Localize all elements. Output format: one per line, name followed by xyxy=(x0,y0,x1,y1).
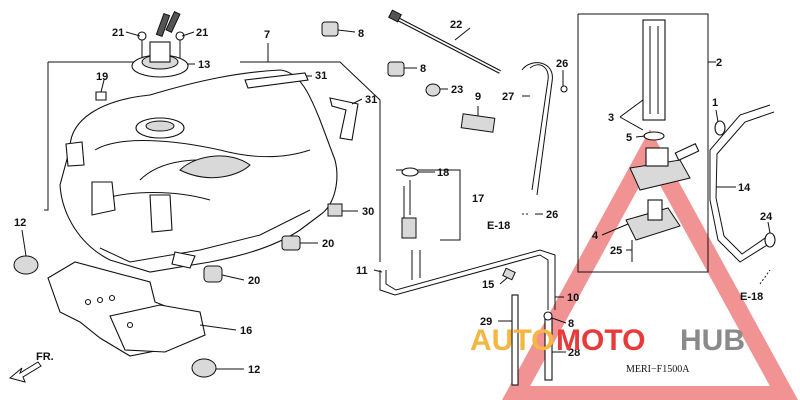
part-labels: 21 21 13 19 7 8 8 22 23 9 31 31 30 20 20… xyxy=(14,19,773,376)
ref-e18-right: E-18 xyxy=(740,291,763,303)
reference-tags: E-18 E-18 xyxy=(487,213,771,303)
label-26a: 26 xyxy=(556,58,568,70)
heat-shield xyxy=(47,261,206,357)
leader-lines xyxy=(21,27,771,370)
label-17: 17 xyxy=(472,193,484,205)
long-bolt xyxy=(388,9,501,74)
label-24: 24 xyxy=(760,211,773,223)
label-2: 2 xyxy=(716,57,722,69)
label-20a: 20 xyxy=(322,238,334,250)
filler-cap xyxy=(131,11,189,78)
label-23: 23 xyxy=(451,84,463,96)
label-20b: 20 xyxy=(248,275,260,287)
watermark-moto: MOTO xyxy=(556,324,645,357)
label-4: 4 xyxy=(592,230,599,242)
label-21b: 21 xyxy=(196,27,208,39)
label-28: 28 xyxy=(568,347,580,359)
label-29: 29 xyxy=(480,316,492,328)
front-label: FR. xyxy=(36,351,54,363)
label-19: 19 xyxy=(96,71,108,83)
label-18: 18 xyxy=(437,167,449,179)
breather-tube xyxy=(709,104,776,263)
fuel-sender xyxy=(401,167,419,239)
label-31b: 31 xyxy=(365,94,377,106)
fuel-tank xyxy=(59,69,338,273)
label-7: 7 xyxy=(264,29,270,41)
label-27: 27 xyxy=(502,91,514,103)
label-1: 1 xyxy=(712,97,718,109)
label-8a: 8 xyxy=(358,28,364,40)
label-14: 14 xyxy=(738,182,751,194)
label-9: 9 xyxy=(475,91,481,103)
small-parts xyxy=(13,21,496,378)
label-8b: 8 xyxy=(420,63,426,75)
label-22: 22 xyxy=(450,19,462,31)
label-16: 16 xyxy=(240,325,252,337)
label-11: 11 xyxy=(356,265,368,277)
label-21a: 21 xyxy=(112,27,124,39)
fuel-hoses xyxy=(379,62,556,386)
watermark-hub: HUB xyxy=(680,324,745,357)
label-31a: 31 xyxy=(315,70,327,82)
label-5: 5 xyxy=(626,132,632,144)
ref-e18-left: E-18 xyxy=(487,220,510,232)
label-12a: 12 xyxy=(14,217,26,229)
assembly-brackets xyxy=(44,13,716,273)
label-13: 13 xyxy=(198,59,210,71)
label-10: 10 xyxy=(567,292,579,304)
watermark-logo: AUTO MOTO HUB xyxy=(470,324,745,357)
label-12b: 12 xyxy=(248,364,260,376)
fuel-pump xyxy=(560,19,700,262)
label-25: 25 xyxy=(610,245,622,257)
label-15: 15 xyxy=(482,279,494,291)
rubber-strips xyxy=(244,72,359,141)
label-8c: 8 xyxy=(568,318,574,330)
label-3: 3 xyxy=(608,112,614,124)
label-26b: 26 xyxy=(546,209,558,221)
watermark-auto: AUTO xyxy=(470,324,554,357)
front-arrow: FR. xyxy=(8,351,54,383)
diagram-code: MERI−F1500A xyxy=(626,364,690,375)
label-30: 30 xyxy=(362,206,374,218)
